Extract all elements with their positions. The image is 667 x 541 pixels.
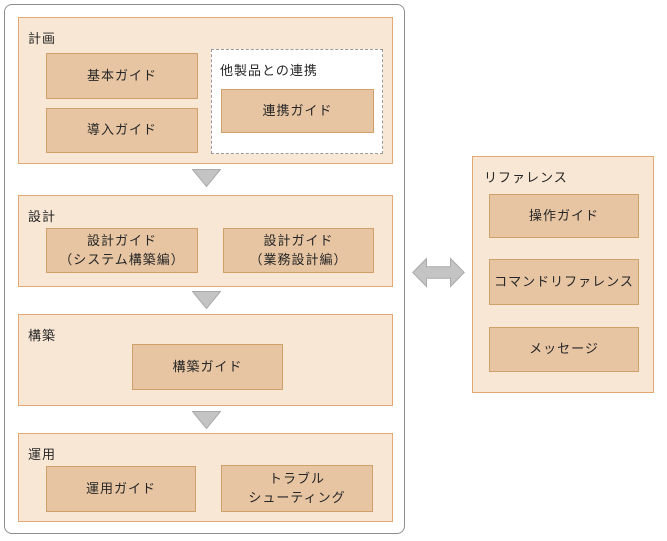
phase-build-label: 構築 [28, 328, 57, 343]
other-products-group-label: 他製品との連携 [220, 63, 318, 78]
messages-button[interactable]: メッセージ [489, 327, 639, 372]
integration-guide-button[interactable]: 連携ガイド [221, 89, 374, 133]
down-arrow-icon [192, 291, 221, 309]
down-arrow-icon [192, 169, 221, 187]
install-guide-button[interactable]: 導入ガイド [46, 108, 198, 153]
phase-design-box: 設計 設計ガイド （システム構築編） 設計ガイド （業務設計編） [18, 195, 393, 287]
troubleshooting-button[interactable]: トラブル シューティング [221, 465, 373, 512]
operation-guide-reference-button[interactable]: 操作ガイド [489, 194, 639, 238]
reference-panel-label: リファレンス [484, 170, 568, 185]
reference-panel: リファレンス 操作ガイド コマンドリファレンス メッセージ [472, 156, 654, 393]
design-guide-business-button[interactable]: 設計ガイド （業務設計編） [223, 228, 374, 273]
phase-operation-label: 運用 [28, 447, 57, 462]
design-guide-system-button[interactable]: 設計ガイド （システム構築編） [46, 228, 198, 273]
operation-guide-button[interactable]: 運用ガイド [46, 466, 196, 512]
phase-plan-box: 計画 基本ガイド 導入ガイド 他製品との連携 連携ガイド [18, 17, 393, 164]
left-right-arrow-icon [412, 257, 465, 288]
basic-guide-button[interactable]: 基本ガイド [46, 53, 198, 99]
down-arrow-icon [192, 411, 221, 429]
other-products-group: 他製品との連携 連携ガイド [211, 49, 383, 154]
command-reference-button[interactable]: コマンドリファレンス [489, 259, 639, 305]
phase-build-box: 構築 構築ガイド [18, 314, 393, 406]
phase-plan-label: 計画 [28, 31, 57, 46]
phase-operation-box: 運用 運用ガイド トラブル シューティング [18, 433, 393, 522]
phase-design-label: 設計 [28, 209, 57, 224]
build-guide-button[interactable]: 構築ガイド [132, 344, 283, 390]
